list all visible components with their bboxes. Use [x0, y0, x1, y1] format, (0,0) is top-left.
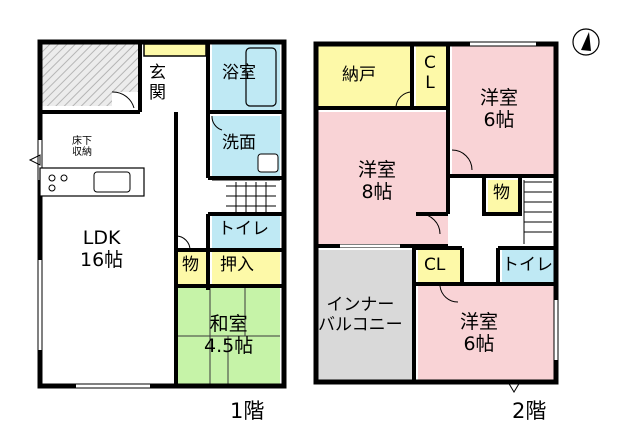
room-toilet2: トイレ: [502, 255, 553, 275]
floor1-label: 1階: [230, 399, 264, 423]
room-storage2: 物: [493, 183, 510, 203]
floor2-plan: 2階: [313, 41, 559, 423]
room-western6-bottom: 洋室 6帖: [460, 311, 499, 355]
western8-floor: [316, 112, 448, 246]
room-toilet1: トイレ: [218, 219, 269, 239]
room-western6-top: 洋室 6帖: [480, 87, 519, 131]
ldk-floor: [40, 112, 176, 386]
shoe-shelf: [143, 43, 207, 57]
kitchen-counter: [39, 167, 145, 197]
porch-area: [40, 42, 140, 106]
room-ldk: LDK 16帖: [80, 227, 124, 271]
toilet2-floor: [502, 250, 554, 282]
bathtub: [245, 47, 277, 107]
room-washroom: 洗面: [222, 133, 256, 153]
room-bath: 浴室: [222, 63, 256, 83]
room-washitsu: 和室 4.5帖: [204, 313, 254, 357]
room-storage1: 物: [182, 255, 199, 275]
nando-floor: [316, 44, 412, 108]
balcony-floor: [316, 250, 414, 382]
floor1-plan: 1階: [28, 39, 287, 423]
cl-bottom-floor: [418, 250, 462, 282]
oshiire-floor: [212, 252, 280, 284]
toilet1-floor: [212, 216, 280, 248]
room-inner-balcony: インナー バルコニー: [318, 295, 403, 335]
western6-bottom-floor: [418, 286, 554, 382]
washbasin: [257, 153, 279, 173]
western6-top-floor: [452, 44, 554, 174]
cl-top-floor: [416, 44, 448, 108]
storage2-floor: [488, 180, 518, 212]
room-nando: 納戸: [342, 65, 376, 85]
room-western8: 洋室 8帖: [358, 159, 397, 203]
room-cl-bottom: CL: [424, 255, 446, 275]
storage1-floor: [176, 252, 208, 284]
room-cl-top: C L: [424, 53, 436, 93]
underfloor-storage: 床下 収納: [72, 136, 92, 158]
floor2-label: 2階: [512, 399, 546, 423]
room-oshiire: 押入: [220, 255, 254, 275]
north-arrow-icon: [572, 28, 600, 56]
room-genkan: 玄 関: [149, 63, 166, 103]
